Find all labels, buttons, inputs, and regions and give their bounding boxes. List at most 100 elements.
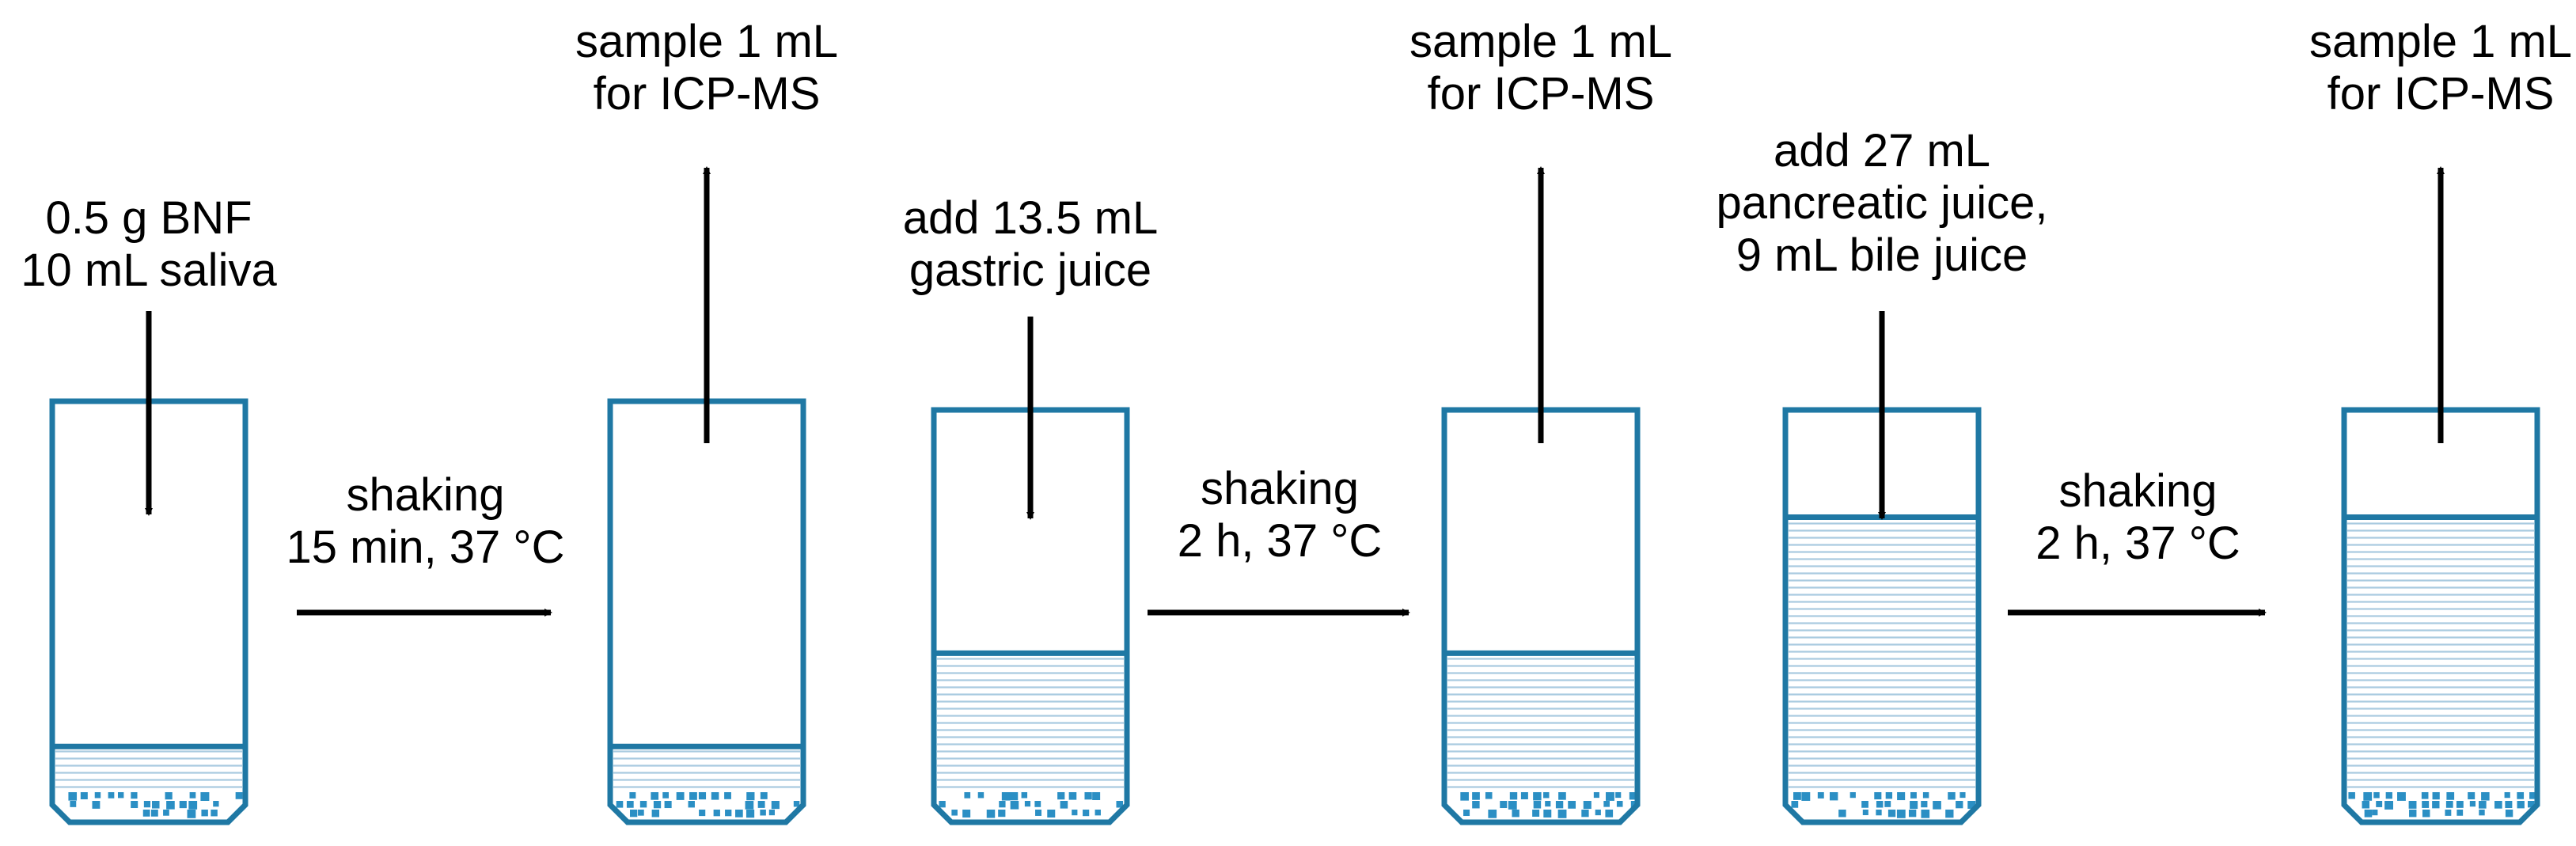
- sediment-particle: [2456, 810, 2464, 816]
- sediment-particle: [964, 792, 971, 799]
- sediment-particle: [771, 801, 780, 810]
- sediment-particle: [616, 801, 624, 808]
- sediment-particle: [2384, 801, 2393, 810]
- sediment-particle: [1908, 810, 1917, 818]
- sediment-particle: [1472, 792, 1480, 800]
- sediment-particle: [2348, 792, 2355, 799]
- sediment-particle: [1849, 792, 1856, 799]
- sediment-particle: [2479, 810, 2485, 816]
- sediment-particle: [1615, 792, 1622, 799]
- sediment-particle: [1520, 792, 1528, 799]
- sediment-particle: [999, 801, 1006, 808]
- sediment-particle: [1095, 810, 1101, 816]
- sediment-particle: [1793, 792, 1801, 800]
- add-label-step5-line1: add 27 mL: [1774, 125, 1990, 176]
- sediment-particle: [1817, 792, 1824, 799]
- sample-label-step6-line1: sample 1 mL: [2309, 16, 2572, 67]
- sediment-particle: [1884, 801, 1891, 807]
- liquid-fill: [55, 746, 242, 789]
- sediment-particle: [2385, 792, 2392, 799]
- vessel-outline: [2341, 407, 2540, 825]
- sediment-particle: [2422, 810, 2430, 818]
- sediment-particle: [2364, 810, 2373, 818]
- sediment-particle: [2373, 792, 2380, 799]
- sediment-particle: [200, 792, 210, 801]
- sediment-particle: [2446, 792, 2455, 800]
- vessel-step6: [2341, 407, 2540, 825]
- sediment-particle: [746, 792, 755, 801]
- sediment-particle: [1897, 792, 1906, 801]
- liquid-fill: [1447, 653, 1634, 789]
- sediment-particle: [1581, 810, 1589, 818]
- sediment-particle: [1583, 801, 1592, 810]
- sediment-particle: [165, 792, 173, 800]
- vessel-step5: [1782, 407, 1982, 825]
- sediment-particle: [662, 792, 670, 799]
- sediment-particle: [1543, 810, 1552, 818]
- sediment-particle: [689, 792, 697, 800]
- add-label-step1-line1: 0.5 g BNF: [45, 192, 252, 244]
- sediment-particle: [1885, 792, 1893, 799]
- sediment-particle: [143, 801, 151, 808]
- sediment-particle: [1509, 792, 1518, 800]
- sediment-particle: [1024, 801, 1031, 807]
- sediment-particle: [1021, 792, 1028, 799]
- sediment-particle: [939, 801, 946, 808]
- sediment-particle: [760, 810, 766, 816]
- sediment-particle: [2372, 810, 2378, 816]
- sediment-particle: [629, 792, 636, 799]
- sediment-particle: [1463, 810, 1470, 817]
- sediment-particle: [630, 810, 638, 818]
- sediment-particle: [1543, 792, 1550, 799]
- sediment-particle: [1568, 801, 1576, 809]
- sediment-particle: [1488, 810, 1497, 818]
- sediment-particle: [986, 810, 996, 818]
- sediment-particle: [1533, 792, 1542, 801]
- sediment-particle: [213, 801, 219, 807]
- sediment-particle: [2409, 810, 2417, 818]
- sediment-particle: [626, 801, 634, 808]
- sediment-particle: [1047, 810, 1056, 818]
- sediment-particle: [188, 801, 198, 810]
- add-label-step3-line2: gastric juice: [909, 245, 1151, 296]
- sample-label-step6-line2: for ICP-MS: [2328, 68, 2555, 120]
- liquid-fill: [937, 653, 1124, 789]
- sediment-particle: [1545, 801, 1551, 807]
- sediment-particle: [2456, 801, 2464, 808]
- sediment-particle: [998, 810, 1006, 818]
- sediment-particle: [2527, 801, 2535, 808]
- sediment-particle: [1801, 792, 1811, 801]
- sediment-particle: [1896, 810, 1906, 818]
- vessel-step3: [931, 407, 1130, 825]
- sediment-particle: [1933, 801, 1941, 810]
- vessel-outline: [607, 398, 806, 825]
- sediment-particle: [1876, 801, 1884, 808]
- sediment-particle: [2432, 801, 2440, 809]
- sediment-particle: [2505, 810, 2513, 818]
- sediment-particle: [1861, 801, 1868, 808]
- sediment-particle: [2505, 801, 2513, 809]
- sediment-particle: [2494, 801, 2502, 809]
- sample-label-step2-line1: sample 1 mL: [575, 16, 838, 67]
- sediment-particle: [1605, 810, 1614, 818]
- add-label-step5-line2: pancreatic juice,: [1716, 177, 2047, 229]
- sediment-particle: [1116, 801, 1124, 808]
- sediment-particle: [651, 810, 660, 818]
- sediment-particle: [1629, 792, 1637, 800]
- sediment-particle: [1910, 792, 1917, 799]
- sediment-particle: [735, 810, 743, 818]
- sediment-particle: [1593, 792, 1599, 799]
- sediment-particle: [1956, 801, 1963, 809]
- sediment-particle: [664, 801, 672, 809]
- sediment-particle: [1922, 792, 1929, 799]
- sample-label-step2-line2: for ICP-MS: [594, 68, 821, 120]
- sediment-particle: [2408, 801, 2417, 809]
- sediment-particle: [757, 801, 765, 808]
- sediment-particle: [768, 810, 775, 816]
- sediment-particle: [2432, 792, 2440, 800]
- sediment-particle: [68, 792, 78, 801]
- shaking-label-t3-line2: 2 h, 37 °C: [2035, 518, 2240, 569]
- sediment-particle: [92, 801, 101, 809]
- sediment-particle: [187, 810, 196, 818]
